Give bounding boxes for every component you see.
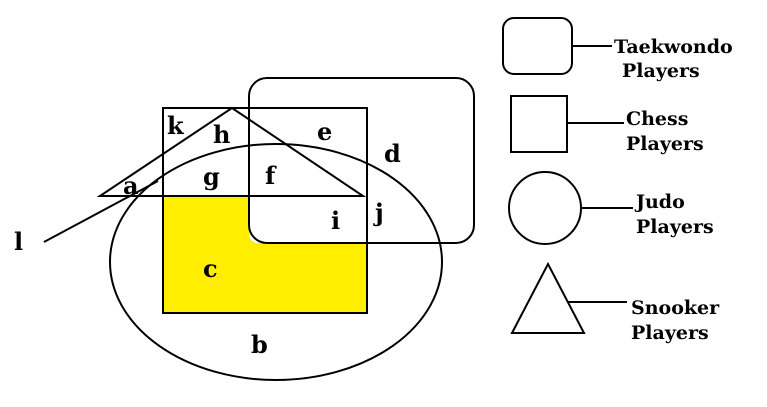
legend-snooker: Snooker Players	[510, 261, 720, 344]
legend-rounded-square-icon	[502, 17, 573, 75]
legend-chess: Chess Players	[510, 95, 704, 155]
legend-label-line2: Players	[622, 60, 700, 82]
region-label-j: j	[373, 198, 384, 227]
region-label-c: c	[203, 254, 218, 283]
region-label-i: i	[331, 206, 340, 235]
region-label-l: l	[14, 227, 23, 256]
legend-label-line1: Judo	[634, 191, 685, 213]
legend-label-line1: Snooker	[631, 297, 720, 319]
snooker-triangle	[96, 106, 367, 197]
region-label-a: a	[123, 171, 139, 200]
region-label-f: f	[265, 161, 277, 190]
region-label-g: g	[203, 162, 220, 191]
region-label-e: e	[317, 117, 332, 146]
pointer-line-l	[43, 180, 159, 243]
legend-triangle-icon	[510, 261, 586, 334]
legend-circle-icon	[508, 171, 582, 245]
legend-square-icon	[510, 95, 568, 153]
legend-label-line1: Chess	[626, 108, 688, 130]
chess-square	[162, 107, 368, 314]
region-label-h: h	[213, 120, 230, 149]
region-label-d: d	[384, 139, 401, 168]
taekwondo-rounded-rect	[248, 77, 475, 244]
legend-label-line2: Players	[626, 133, 704, 155]
legend-taekwondo: Taekwondo Players	[502, 17, 733, 82]
region-label-k: k	[167, 111, 185, 140]
region-c-highlight	[163, 196, 367, 313]
judo-ellipse	[109, 143, 443, 381]
legend-judo: Judo Players	[508, 171, 714, 245]
region-label-b: b	[251, 330, 268, 359]
legend-label-line2: Players	[631, 322, 709, 344]
legend-label-line2: Players	[636, 216, 714, 238]
legend-label-line1: Taekwondo	[614, 36, 733, 58]
